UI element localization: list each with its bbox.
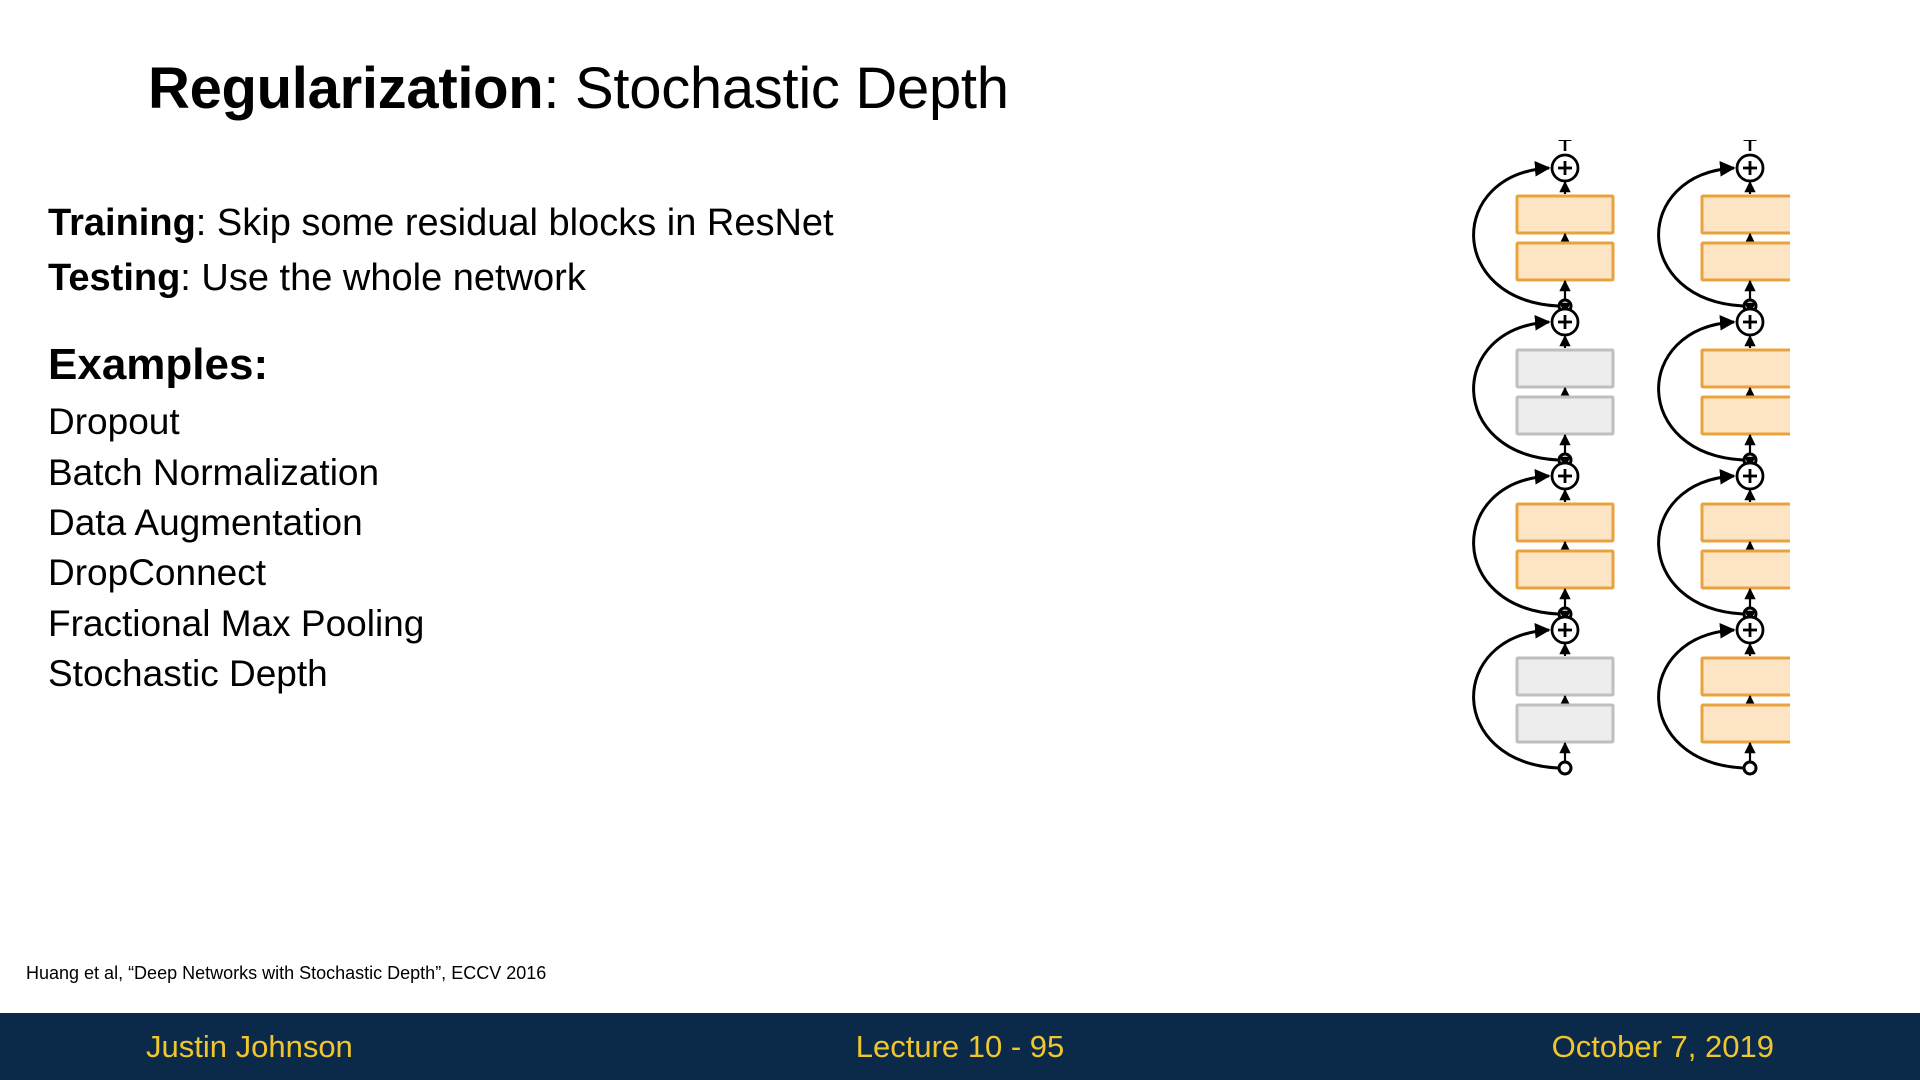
skip-connection (1657, 469, 1744, 616)
lead-line-testing-label: Testing (48, 257, 181, 300)
list-item: Data Augmentation (48, 502, 363, 543)
residual-network-svg (1472, 127, 1800, 776)
residual-block-active (1700, 502, 1800, 543)
residual-unit-dropped (1472, 615, 1615, 776)
footer-lecture: Lecture 10 - 95 (855, 1028, 1065, 1064)
residual-unit-active (1657, 615, 1800, 776)
residual-block-dropped (1515, 348, 1615, 389)
residual-block-active (1700, 194, 1800, 235)
list-item: Stochastic Depth (48, 652, 328, 694)
footer-date: October 7, 2019 (1551, 1028, 1774, 1064)
training-column (1472, 127, 1615, 776)
skip-connection (1472, 469, 1559, 616)
residual-unit-active (1472, 153, 1615, 315)
lead-line-testing: Testing: Use the whole network (48, 251, 1198, 306)
residual-block-active (1515, 502, 1615, 543)
residual-block-dropped (1515, 703, 1615, 744)
residual-unit-active (1472, 461, 1615, 623)
stochastic-depth-diagram (1330, 127, 1800, 940)
residual-block-active (1700, 395, 1800, 436)
page-title-rest: : Stochastic Depth (543, 56, 1009, 121)
branch-node-icon (1742, 760, 1758, 776)
skip-connection (1657, 315, 1744, 462)
slide-body: Training: Skip some residual blocks in R… (48, 196, 1198, 699)
footer-author: Justin Johnson (146, 1028, 353, 1064)
testing-column (1657, 127, 1800, 776)
lead-line-testing-text: : Use the whole network (180, 257, 586, 300)
lead-line-training: Training: Skip some residual blocks in R… (48, 196, 1198, 251)
residual-block-active (1700, 348, 1800, 389)
residual-unit-active (1657, 307, 1800, 469)
list-item: Dropout (48, 401, 180, 443)
lead-line-training-text: : Skip some residual blocks in ResNet (195, 202, 834, 244)
residual-unit-active (1657, 153, 1800, 315)
residual-block-dropped (1515, 395, 1615, 436)
citation-text: Huang et al, “Deep Networks with Stochas… (26, 963, 547, 983)
skip-connection (1472, 315, 1559, 462)
lead-line-training-label: Training (48, 202, 196, 244)
residual-block-active (1700, 241, 1800, 282)
list-item: Fractional Max Pooling (48, 602, 425, 644)
page-title-emphasis: Regularization (148, 56, 544, 121)
residual-block-active (1700, 549, 1800, 590)
residual-block-dropped (1515, 656, 1615, 697)
residual-block-active (1515, 549, 1615, 590)
footer-bar: Justin Johnson Lecture 10 - 95 October 7… (0, 1013, 1920, 1080)
residual-block-active (1700, 703, 1800, 744)
list-item: DropConnect (48, 552, 267, 594)
skip-connection (1657, 161, 1744, 308)
residual-unit-active (1657, 461, 1800, 623)
examples-heading: Examples: (48, 340, 269, 390)
residual-block-active (1515, 241, 1615, 282)
residual-block-active (1515, 194, 1615, 235)
branch-node-icon (1557, 760, 1573, 776)
list-item: Batch Normalization (48, 451, 380, 493)
residual-block-active (1700, 656, 1800, 697)
skip-connection (1472, 161, 1559, 308)
page-title: Regularization: Stochastic Depth (148, 56, 1009, 123)
residual-unit-dropped (1472, 307, 1615, 469)
skip-connection (1472, 623, 1559, 770)
examples-list: Dropout Batch Normalization Data Augment… (48, 397, 1198, 699)
skip-connection (1657, 623, 1744, 770)
